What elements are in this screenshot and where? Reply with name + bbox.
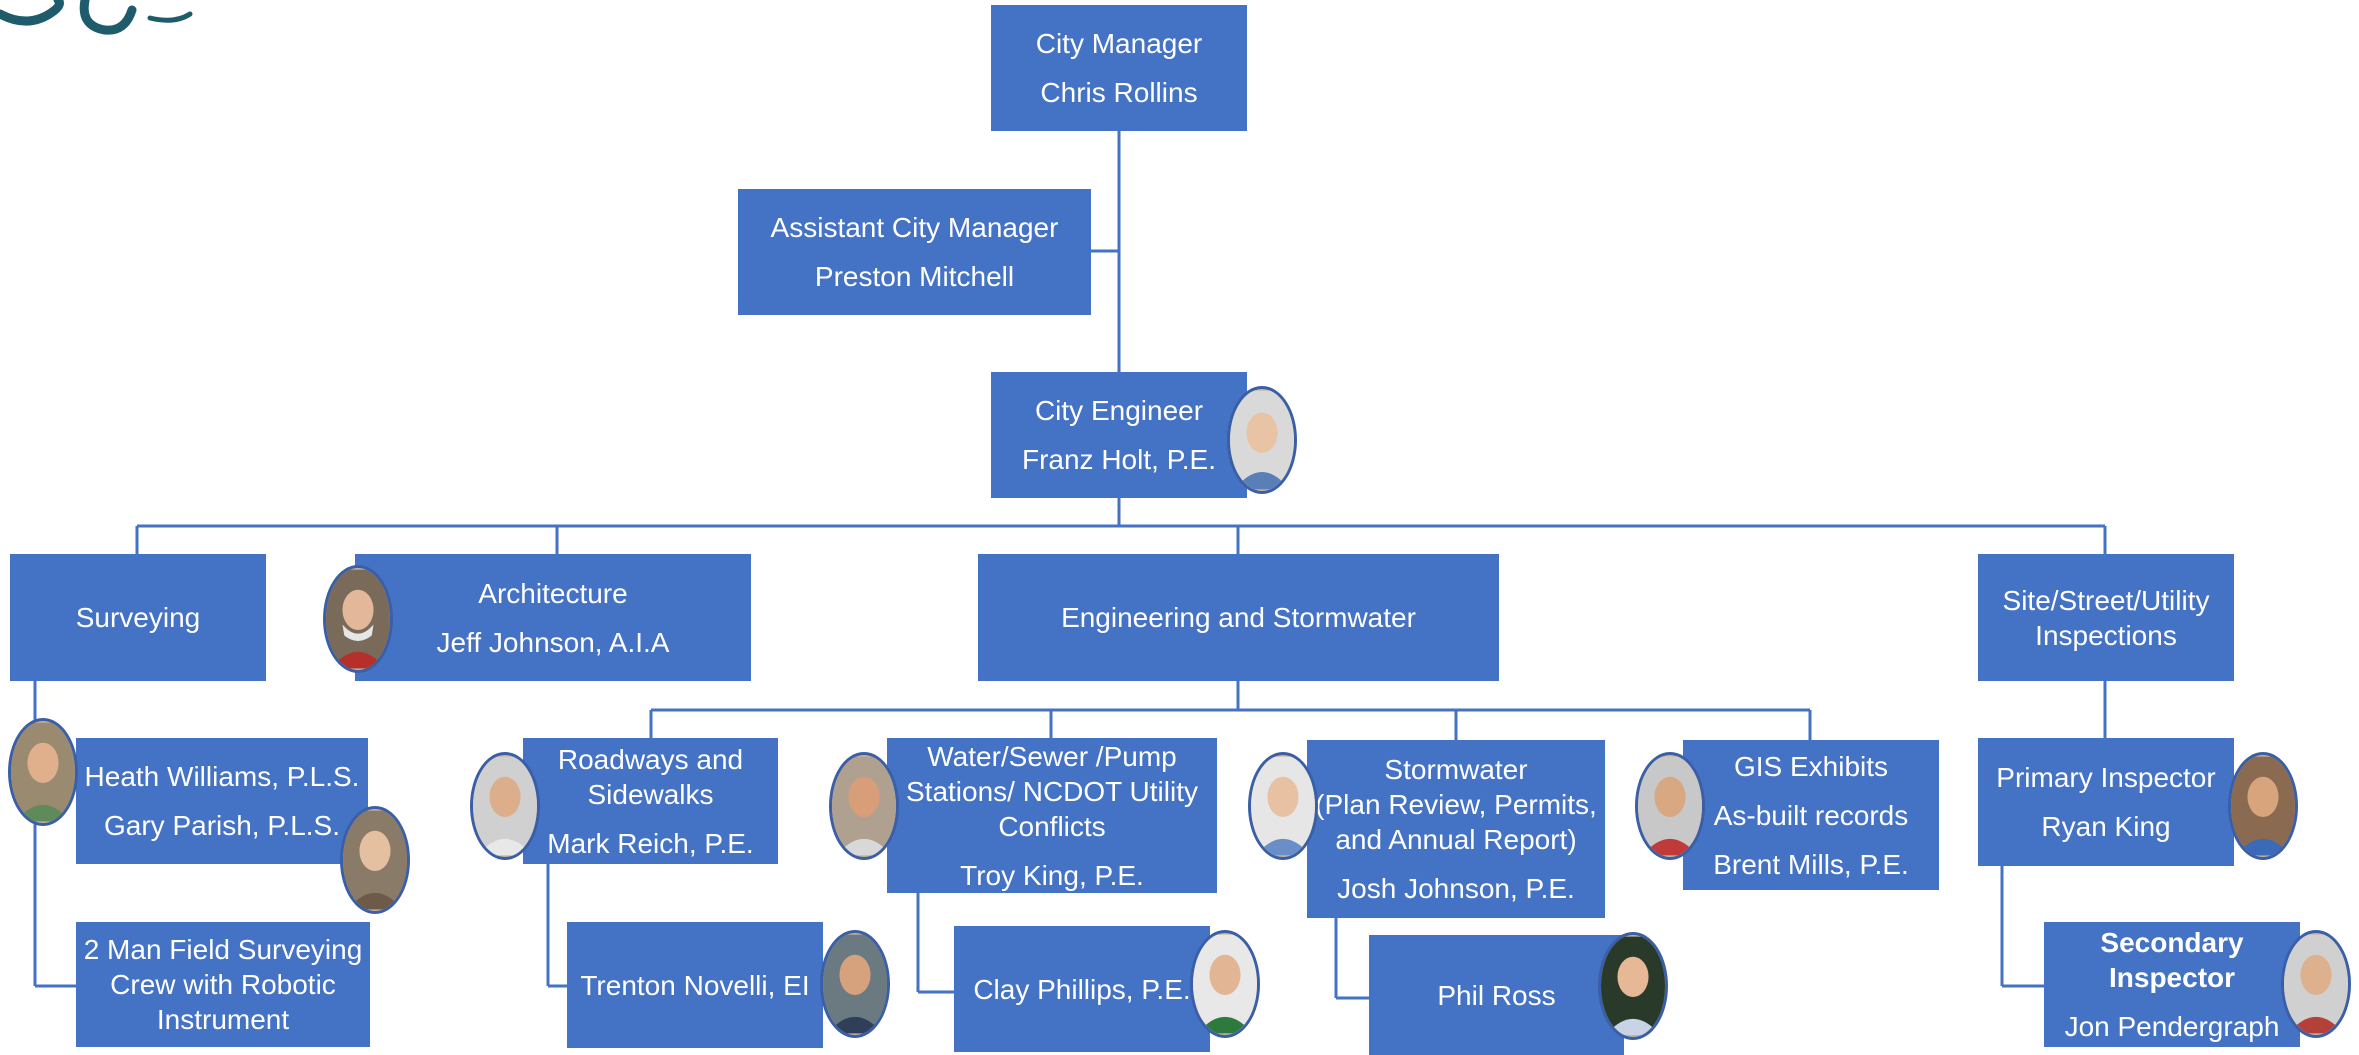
city-engineer-name: Franz Holt, P.E. (1021, 444, 1216, 475)
stormwater-sub-name: Phil Ross (1437, 979, 1556, 1011)
inspections-box: Site/Street/Utility Inspections (1978, 554, 2234, 681)
assistant-city-manager-box: Assistant City Manager Preston Mitchell (738, 189, 1091, 315)
jeff-johnson-photo (323, 565, 393, 673)
assistant-city-manager-title: Assistant City Manager (770, 212, 1059, 243)
gis-name: Brent Mills, P.E. (1713, 848, 1909, 880)
roadways-sub-box: Trenton Novelli, EI (567, 922, 823, 1048)
roadways-name: Mark Reich, P.E. (547, 827, 754, 859)
field-crew-line2: Crew with Robotic (110, 969, 336, 1000)
secondary-inspector-title-line2: Inspector (2108, 962, 2236, 993)
stormwater-detail-line1: (Plan Review, Permits, (1315, 789, 1597, 820)
phil-ross-photo (1598, 932, 1668, 1040)
troy-king-photo (829, 752, 899, 860)
city-manager-box: City Manager Chris Rollins (991, 5, 1247, 131)
primary-inspector-title: Primary Inspector (1996, 762, 2216, 793)
water-sub-box: Clay Phillips, P.E. (954, 926, 1210, 1052)
field-crew-line3: Instrument (156, 1004, 290, 1035)
inspections-title-line1: Site/Street/Utility (2002, 584, 2210, 616)
city-manager-title: City Manager (1035, 28, 1203, 59)
inspections-title-line2: Inspections (2035, 619, 2177, 651)
heath-williams-photo (8, 718, 78, 826)
ryan-king-photo (2228, 752, 2298, 860)
engineering-stormwater-box: Engineering and Stormwater (978, 554, 1499, 681)
gis-box: GIS Exhibits As-built records Brent Mill… (1683, 740, 1939, 890)
engineering-stormwater-title: Engineering and Stormwater (1061, 602, 1416, 633)
brent-mills-photo (1635, 752, 1705, 860)
gis-detail: As-built records (1713, 799, 1909, 831)
architecture-box: Architecture Jeff Johnson, A.I.A (355, 554, 751, 681)
trenton-novelli-photo (820, 930, 890, 1038)
surveyors-box: Heath Williams, P.L.S. Gary Parish, P.L.… (76, 738, 368, 864)
water-title-line2: Stations/ NCDOT Utility (906, 775, 1198, 807)
city-engineer-title: City Engineer (1034, 395, 1204, 426)
field-crew-line1: 2 Man Field Surveying (83, 934, 363, 965)
roadways-sub-name: Trenton Novelli, EI (580, 969, 810, 1001)
logo (0, 0, 193, 35)
mark-reich-photo (470, 752, 540, 860)
architecture-name: Jeff Johnson, A.I.A (436, 626, 670, 658)
gary-parish-photo (340, 806, 410, 914)
secondary-inspector-name: Jon Pendergraph (2064, 1011, 2280, 1042)
roadways-title-line1: Roadways and (557, 743, 744, 775)
stormwater-box: Stormwater (Plan Review, Permits, and An… (1307, 740, 1605, 918)
secondary-inspector-title-line1: Secondary (2100, 927, 2244, 958)
water-sewer-box: Water/Sewer /Pump Stations/ NCDOT Utilit… (887, 738, 1217, 893)
surveyor-name-gary: Gary Parish, P.L.S. (103, 810, 341, 841)
architecture-title: Architecture (478, 577, 628, 609)
stormwater-detail-line2: and Annual Report) (1335, 824, 1577, 855)
field-crew-box: 2 Man Field Surveying Crew with Robotic … (76, 922, 370, 1047)
surveying-box: Surveying (10, 554, 266, 681)
surveyor-name-heath: Heath Williams, P.L.S. (84, 761, 360, 792)
water-sub-name: Clay Phillips, P.E. (973, 973, 1191, 1005)
roadways-box: Roadways and Sidewalks Mark Reich, P.E. (523, 738, 778, 864)
primary-inspector-name: Ryan King (2041, 811, 2171, 842)
water-name: Troy King, P.E. (960, 859, 1144, 891)
stormwater-title: Stormwater (1384, 754, 1528, 785)
city-engineer-box: City Engineer Franz Holt, P.E. (991, 372, 1247, 498)
gis-title: GIS Exhibits (1733, 750, 1889, 782)
water-title-line3: Conflicts (998, 810, 1106, 842)
assistant-city-manager-name: Preston Mitchell (814, 261, 1015, 292)
jon-pendergraph-photo (2281, 930, 2351, 1038)
water-title-line1: Water/Sewer /Pump (927, 740, 1177, 772)
stormwater-name: Josh Johnson, P.E. (1337, 873, 1575, 904)
josh-johnson-photo (1248, 752, 1318, 860)
surveying-title: Surveying (75, 602, 201, 633)
primary-inspector-box: Primary Inspector Ryan King (1978, 738, 2234, 866)
stormwater-sub-box: Phil Ross (1369, 935, 1624, 1055)
secondary-inspector-box: Secondary Inspector Jon Pendergraph (2044, 922, 2300, 1047)
city-manager-name: Chris Rollins (1040, 77, 1198, 108)
roadways-title-line2: Sidewalks (587, 778, 714, 810)
clay-phillips-photo (1190, 930, 1260, 1038)
franz-holt-photo (1227, 386, 1297, 494)
